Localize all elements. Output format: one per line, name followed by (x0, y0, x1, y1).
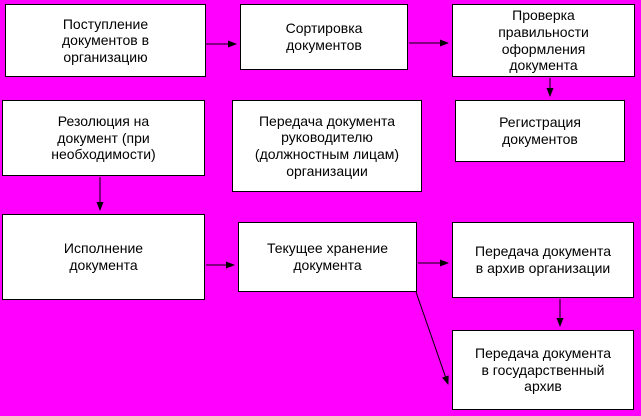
node-execution: Исполнение документа (2, 214, 205, 300)
node-registration: Регистрация документов (455, 100, 625, 162)
node-receive-documents: Поступление документов в организацию (5, 4, 206, 77)
node-resolution: Резолюция на документ (при необходимости… (2, 100, 205, 176)
node-sort-documents: Сортировка документов (240, 4, 408, 70)
node-transfer-to-head: Передача документа руководителю (должнос… (232, 100, 422, 192)
node-archive-organization: Передача документа в архив организации (452, 222, 634, 298)
node-check-correctness: Проверка правильности оформления докумен… (452, 4, 635, 77)
arrow-current-storage-to-archive-state (415, 291, 449, 385)
node-current-storage: Текущее хранение документа (238, 222, 417, 292)
node-archive-state: Передача документа в государственный арх… (452, 330, 634, 410)
